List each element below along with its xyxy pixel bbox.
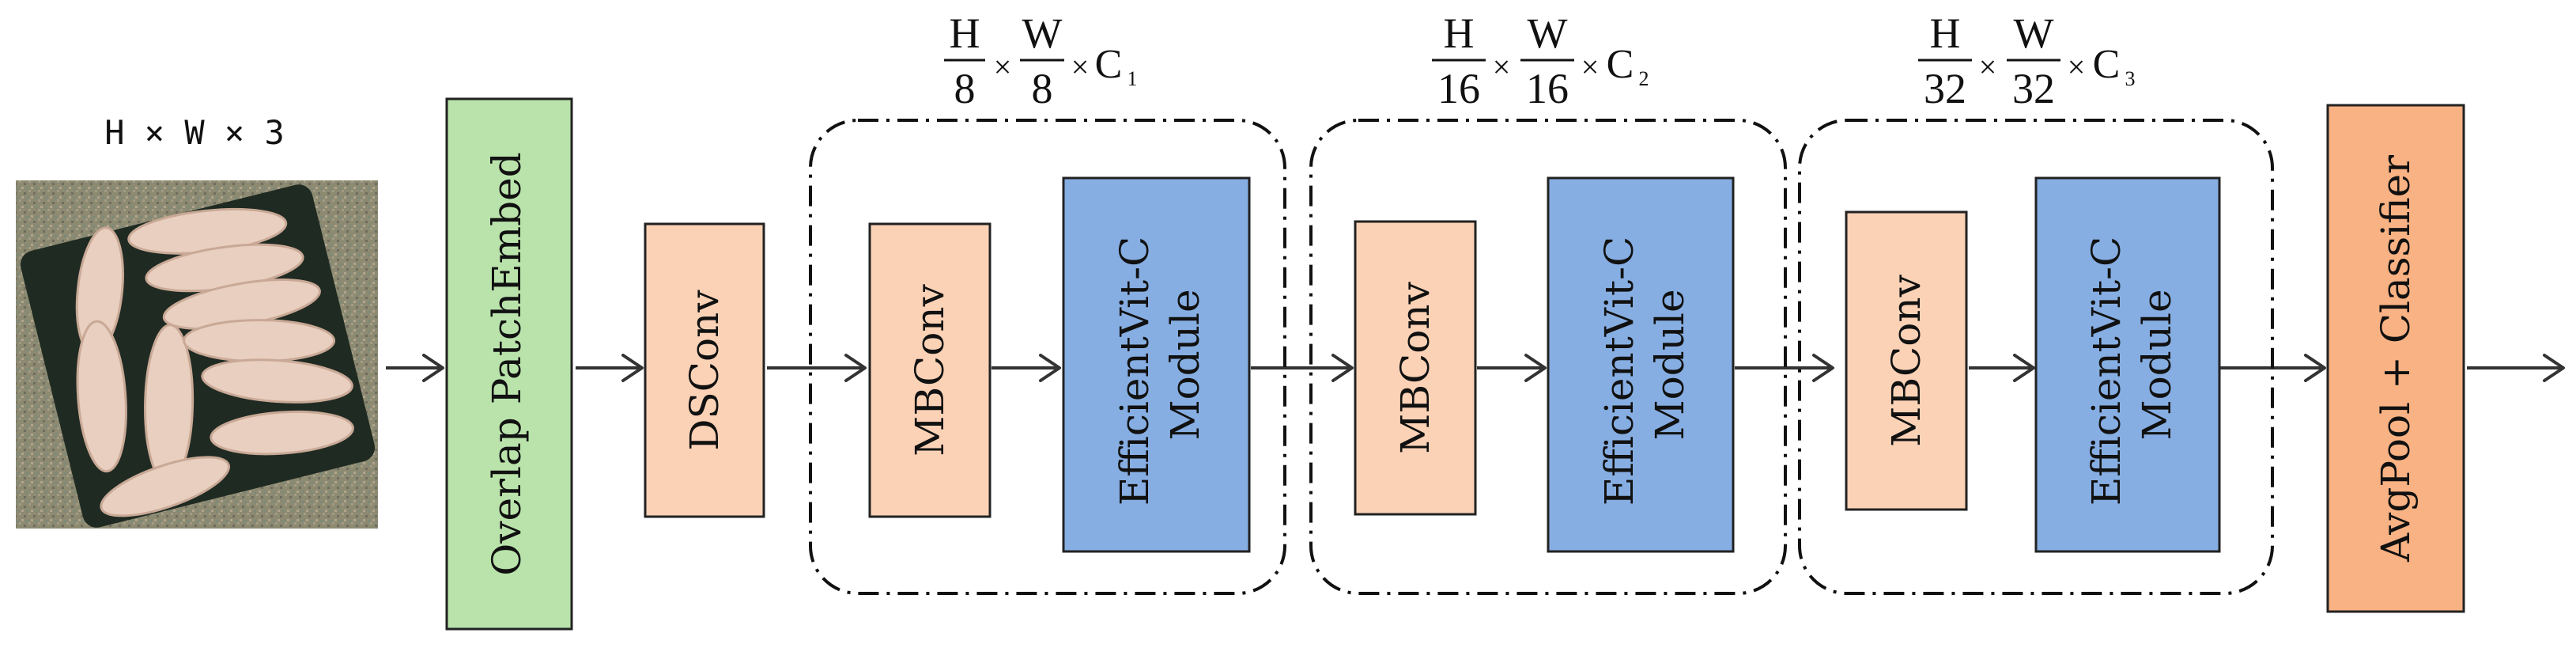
stage-3-module-label: EfficientVit-C Module — [2083, 224, 2180, 506]
patch-embed-block: Overlap PatchEmbed — [445, 97, 573, 631]
stage-2-frame — [1309, 119, 1787, 595]
svg-text:C: C — [1607, 42, 1634, 87]
svg-text:×: × — [1071, 49, 1090, 85]
svg-text:16: 16 — [1437, 65, 1480, 112]
stage-1-dimension: H 8 × W 8 × C 1 — [944, 9, 1138, 112]
stage-1: MBConv EfficientVit-C Module H 8 × W 8 ×… — [809, 9, 1286, 595]
svg-text:16: 16 — [1526, 65, 1569, 112]
svg-text:32: 32 — [2012, 65, 2055, 112]
patch-embed-label: Overlap PatchEmbed — [484, 152, 530, 575]
svg-text:3: 3 — [2125, 67, 2136, 90]
classifier-block: AvgPool + Classifier — [2326, 104, 2465, 613]
svg-text:W: W — [1528, 9, 1568, 57]
dsconv-label: DSConv — [682, 290, 727, 451]
svg-text:W: W — [2014, 9, 2054, 57]
stage-1-frame — [809, 119, 1286, 595]
stage-2-mbconv-label: MBConv — [1392, 281, 1438, 453]
svg-text:H: H — [1444, 9, 1475, 57]
svg-text:×: × — [1979, 49, 1997, 85]
svg-text:1: 1 — [1127, 67, 1138, 90]
svg-text:×: × — [2068, 49, 2086, 85]
svg-text:32: 32 — [1924, 65, 1966, 112]
stage-1-module-label: EfficientVit-C Module — [1112, 224, 1208, 506]
input-image — [16, 180, 378, 529]
stage-2: MBConv EfficientVit-C Module H 16 × W 16… — [1309, 9, 1787, 595]
svg-text:8: 8 — [1032, 65, 1053, 112]
classifier-label: AvgPool + Classifier — [2373, 155, 2419, 563]
svg-text:2: 2 — [1639, 67, 1649, 90]
input-shape-label: H × W × 3 — [104, 113, 285, 152]
svg-text:W: W — [1022, 9, 1063, 57]
svg-text:C: C — [1095, 42, 1123, 87]
stage-1-mbconv-label: MBConv — [907, 283, 953, 456]
stage-2-dimension: H 16 × W 16 × C 2 — [1432, 9, 1649, 112]
stage-3-mbconv-label: MBConv — [1883, 274, 1929, 446]
stage-3-frame — [1798, 119, 2274, 595]
svg-text:×: × — [1493, 49, 1511, 85]
stage-3-dimension: H 32 × W 32 × C 3 — [1918, 9, 2136, 112]
svg-text:H: H — [1930, 9, 1961, 57]
svg-text:H: H — [950, 9, 980, 57]
stage-3: MBConv EfficientVit-C Module H 32 × W 32… — [1798, 9, 2274, 595]
dsconv-block: DSConv — [644, 222, 765, 518]
svg-text:×: × — [994, 49, 1012, 85]
stage-2-module-label: EfficientVit-C Module — [1596, 224, 1693, 506]
svg-text:C: C — [2093, 42, 2121, 87]
svg-text:×: × — [1581, 49, 1600, 85]
svg-text:8: 8 — [954, 65, 976, 112]
